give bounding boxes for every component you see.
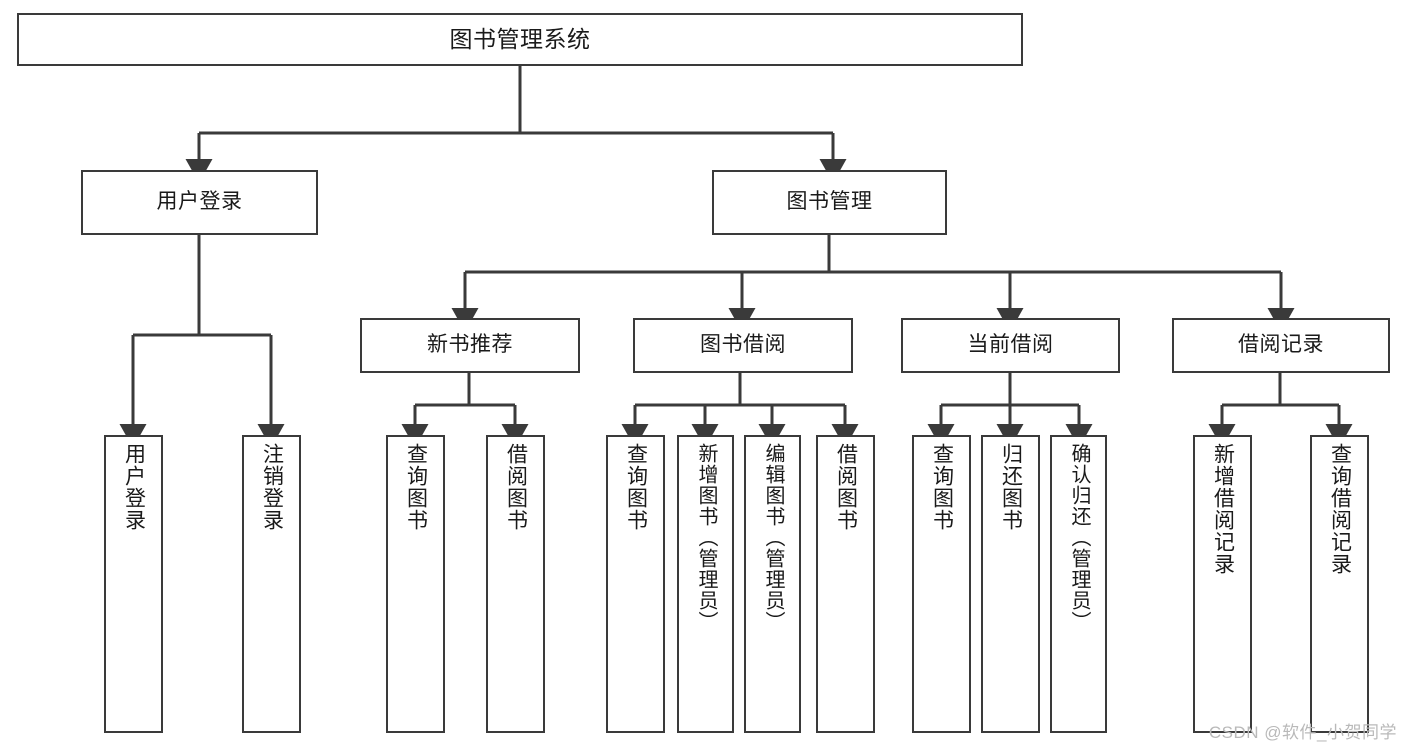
leaf-book-borrow-query-book[interactable]: 查询图书 <box>606 435 665 733</box>
leaf-borrow-record-add-record[interactable]: 新增借阅记录 <box>1193 435 1252 733</box>
node-label: 查询图书 <box>404 443 428 531</box>
node-book-management[interactable]: 图书管理 <box>712 170 947 235</box>
node-label: 编辑图书（管理员） <box>762 443 784 632</box>
leaf-new-book-query-book[interactable]: 查询图书 <box>386 435 445 733</box>
node-label: 图书管理 <box>786 190 873 214</box>
leaf-current-borrow-return-book[interactable]: 归还图书 <box>981 435 1040 733</box>
node-label: 当前借阅 <box>967 333 1054 357</box>
node-label: 用户登录 <box>156 190 243 214</box>
node-label: 确认归还（管理员） <box>1068 443 1090 632</box>
csdn-watermark: CSDN @软件_小贺同学 <box>1208 723 1397 742</box>
node-label: 查询图书 <box>624 443 648 531</box>
leaf-user-login-login[interactable]: 用户登录 <box>104 435 163 733</box>
leaf-user-login-logout[interactable]: 注销登录 <box>242 435 301 733</box>
node-label: 归还图书 <box>999 443 1023 531</box>
leaf-book-borrow-edit-book-admin[interactable]: 编辑图书（管理员） <box>744 435 801 733</box>
leaf-new-book-borrow-book[interactable]: 借阅图书 <box>486 435 545 733</box>
node-label: 注销登录 <box>260 443 284 531</box>
leaf-current-borrow-query-book[interactable]: 查询图书 <box>912 435 971 733</box>
node-label: 图书管理系统 <box>449 25 591 52</box>
node-label: 查询借阅记录 <box>1328 443 1352 575</box>
node-user-login[interactable]: 用户登录 <box>81 170 318 235</box>
node-borrow-record[interactable]: 借阅记录 <box>1172 318 1390 373</box>
node-label: 借阅图书 <box>504 443 528 531</box>
node-book-borrow[interactable]: 图书借阅 <box>633 318 853 373</box>
node-label: 查询图书 <box>930 443 954 531</box>
node-label: 借阅记录 <box>1238 333 1324 357</box>
leaf-borrow-record-query-record[interactable]: 查询借阅记录 <box>1310 435 1369 733</box>
node-current-borrow[interactable]: 当前借阅 <box>901 318 1120 373</box>
node-label: 图书借阅 <box>700 333 786 357</box>
leaf-current-borrow-confirm-return-admin[interactable]: 确认归还（管理员） <box>1050 435 1107 733</box>
node-root-library-system[interactable]: 图书管理系统 <box>17 13 1023 66</box>
node-label: 新增图书（管理员） <box>695 443 717 632</box>
node-label: 借阅图书 <box>834 443 858 531</box>
node-label: 用户登录 <box>122 443 146 531</box>
leaf-book-borrow-borrow-book[interactable]: 借阅图书 <box>816 435 875 733</box>
node-label: 新增借阅记录 <box>1211 443 1235 575</box>
leaf-book-borrow-add-book-admin[interactable]: 新增图书（管理员） <box>677 435 734 733</box>
node-new-book-recommend[interactable]: 新书推荐 <box>360 318 580 373</box>
node-label: 新书推荐 <box>427 333 513 357</box>
